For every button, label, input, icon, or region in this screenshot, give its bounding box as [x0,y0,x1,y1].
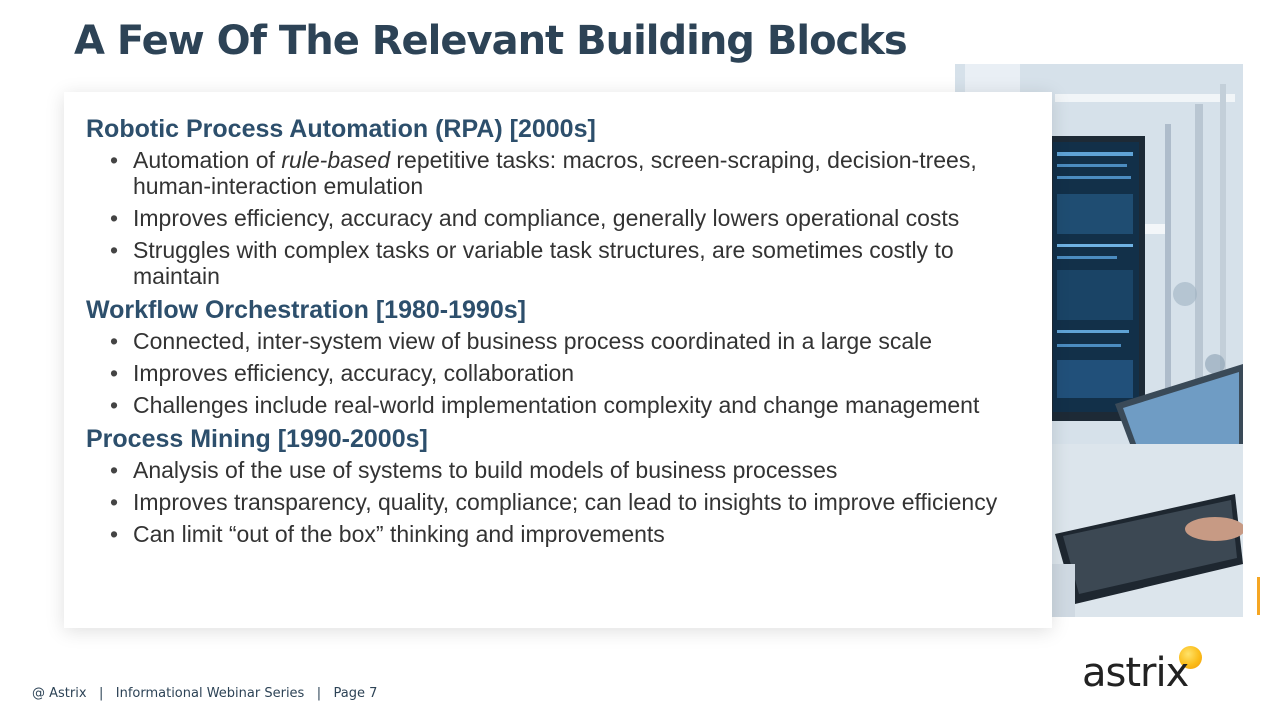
logo-wordmark: astrix [1082,650,1189,696]
bullet-item: Automation of rule-based repetitive task… [86,147,1024,199]
footer-separator: | [98,686,104,701]
bullet-item: Struggles with complex tasks or variable… [86,237,1024,289]
bullet-item: Challenges include real-world implementa… [86,392,1024,418]
bullet-list-process-mining: Analysis of the use of systems to build … [86,457,1024,547]
footer-separator: | [316,686,322,701]
bullet-item: Improves transparency, quality, complian… [86,489,1024,515]
content-card: Robotic Process Automation (RPA) [2000s]… [64,92,1052,628]
astrix-logo: astrix [1078,640,1228,700]
section-heading-process-mining: Process Mining [1990-2000s] [86,425,428,453]
bullet-item: Analysis of the use of systems to build … [86,457,1024,483]
bullet-item: Can limit “out of the box” thinking and … [86,521,1024,547]
bullet-item: Improves efficiency, accuracy and compli… [86,205,1024,231]
bullet-list-rpa: Automation of rule-based repetitive task… [86,147,1024,289]
bullet-list-workflow: Connected, inter-system view of business… [86,328,1024,418]
footer: @ Astrix | Informational Webinar Series … [32,686,377,701]
bullet-item: Connected, inter-system view of business… [86,328,1024,354]
slide-title: A Few Of The Relevant Building Blocks [74,18,908,64]
footer-page-number: Page 7 [333,686,378,701]
sun-icon [1179,646,1202,669]
section-heading-rpa: Robotic Process Automation (RPA) [2000s] [86,115,596,143]
bullet-item: Improves efficiency, accuracy, collabora… [86,360,1024,386]
footer-series: Informational Webinar Series [115,686,305,701]
accent-bar [1257,577,1260,615]
section-heading-workflow: Workflow Orchestration [1980-1990s] [86,296,526,324]
footer-copyright: @ Astrix [32,686,87,701]
